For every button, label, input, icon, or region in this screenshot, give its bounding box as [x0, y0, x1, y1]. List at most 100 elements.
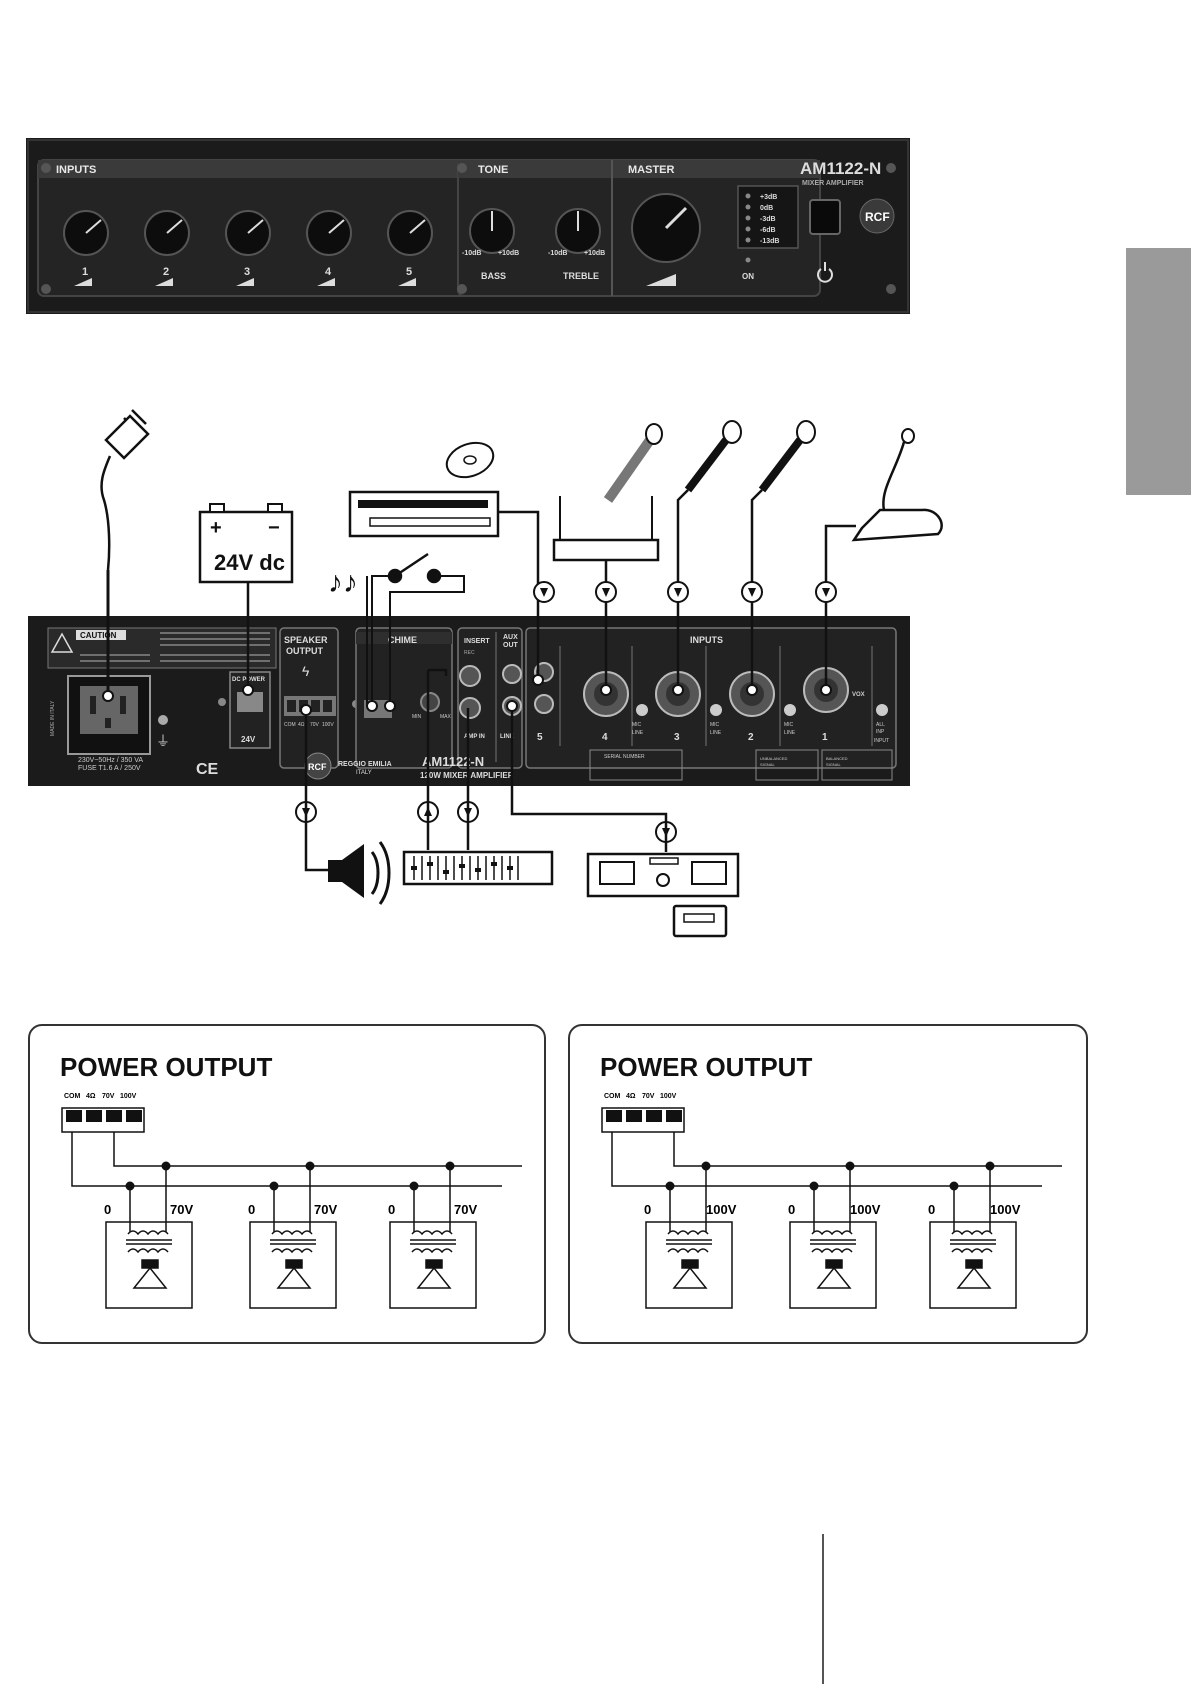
power-output-panel-70v: POWER OUTPUT COM 4Ω 70V 100V 0 70V 0 70V… [28, 1024, 546, 1344]
speaker-output-label-2: OUTPUT [286, 646, 324, 656]
line-label: LINE [500, 734, 514, 740]
speaker-transformer-5 [789, 1166, 877, 1309]
cd-disc-icon [445, 441, 495, 479]
rear-input-3: 3 [674, 732, 680, 743]
music-notes-icon: ♪♪ [328, 566, 358, 599]
power-output-panel-100v: POWER OUTPUT COM 4Ω 70V 100V 0 100V 0 10… [568, 1024, 1088, 1344]
unbalanced-label: UNBALANCED [760, 756, 787, 761]
term-4ohm-label-2: 4Ω [626, 1093, 636, 1100]
input-knob-5[interactable] [387, 210, 433, 256]
input-knob-3[interactable] [225, 210, 271, 256]
bass-min-label: -10dB [462, 250, 481, 257]
insert-rca-jacks[interactable] [459, 665, 481, 719]
insert-amp-in-label: AMP IN [464, 734, 485, 740]
rear-inputs-label: INPUTS [690, 635, 723, 645]
model-subtitle: MIXER AMPLIFIER [802, 180, 864, 187]
vu-level-1: +3dB [760, 194, 777, 201]
svg-text:+: + [210, 517, 222, 539]
power-switch[interactable] [809, 199, 841, 235]
city-label-2: ITALY [356, 770, 372, 776]
lightning-icon: ϟ [302, 663, 310, 679]
insert-rec-label: REC [464, 650, 475, 656]
input-knob-4[interactable] [306, 210, 352, 256]
bass-max-label: +10dB [498, 250, 519, 257]
terminal-4ohm: 4Ω [298, 722, 305, 728]
chime-max-label: MAX [440, 714, 452, 720]
mic-line-label-3: MIC [710, 722, 720, 728]
vox-label: VOX [852, 692, 865, 698]
balanced-label: BALANCED [826, 756, 848, 761]
mic-line-label-2: MIC [784, 722, 794, 728]
side-tab [1126, 248, 1191, 495]
speaker-transformer-1 [105, 1166, 193, 1309]
term-70v-label-2: 70V [642, 1093, 655, 1100]
input-knob-1[interactable] [63, 210, 109, 256]
handheld-mic-icon [603, 423, 663, 503]
input-knob-2[interactable] [144, 210, 190, 256]
tone-heading: TONE [478, 164, 508, 176]
master-heading: MASTER [628, 164, 675, 176]
knob-label-1: 1 [82, 266, 88, 278]
city-label-1: REGGIO EMILIA [338, 761, 392, 768]
treble-min-label: -10dB [548, 250, 567, 257]
speaker1-voltage-label: 70V [170, 1202, 193, 1217]
vu-level-3: -3dB [760, 216, 776, 223]
knob-label-4: 4 [325, 266, 332, 278]
insert-label: INSERT [464, 638, 490, 645]
battery-label: 24V dc [214, 550, 285, 575]
signal-arrow-badges [295, 581, 837, 843]
vocal-mic-icon-2 [758, 420, 816, 493]
cd-player-icon [348, 490, 500, 538]
power-output-title: POWER OUTPUT [60, 1052, 272, 1082]
terminal-block [61, 1107, 145, 1133]
paging-mic-icon [851, 428, 943, 542]
speaker-transformer-2 [249, 1166, 337, 1309]
chime-min-label: MIN [412, 714, 422, 720]
aux-out-label-2: OUT [503, 642, 519, 649]
speaker3-zero-label-2: 0 [928, 1202, 935, 1217]
speaker2-zero-label-2: 0 [788, 1202, 795, 1217]
bass-label: BASS [481, 271, 506, 281]
wiring-diagram: CAUTION 230V~50Hz / 350 VA FUSE T1.6 A /… [28, 409, 943, 938]
line-label-4: LINE [632, 730, 644, 736]
front-panel: INPUTS TONE MASTER 1 2 3 4 5 -10dB +10dB… [26, 138, 910, 314]
rear-input-1: 1 [822, 732, 828, 743]
vu-level-4: -6dB [760, 227, 776, 234]
treble-label: TREBLE [563, 271, 599, 281]
vu-level-2: 0dB [760, 205, 773, 212]
ground-icon: ⏚ [156, 733, 170, 749]
speaker1-voltage-label-2: 100V [706, 1202, 737, 1217]
speaker1-zero-label-2: 0 [644, 1202, 651, 1217]
term-com-label-2: COM [604, 1093, 621, 1100]
rear-input-4: 4 [602, 732, 608, 743]
chime-label: CHIME [388, 635, 417, 645]
chime-switch-icon [387, 552, 442, 584]
knob-label-2: 2 [163, 266, 169, 278]
svg-text:RCF: RCF [308, 762, 327, 772]
serial-label: SERIAL NUMBER [604, 754, 645, 760]
balanced-signal-label: SIGNAL [826, 762, 841, 767]
terminal-100v: 100V [322, 722, 334, 728]
speaker3-voltage-label: 70V [454, 1202, 477, 1217]
vocal-mic-icon-1 [684, 420, 742, 493]
term-70v-label: 70V [102, 1093, 115, 1100]
input-label: INPUT [874, 738, 889, 744]
terminal-block-2 [601, 1107, 685, 1133]
unbalanced-signal-label: SIGNAL [760, 762, 775, 767]
power-icon [817, 262, 833, 283]
master-knob[interactable] [631, 193, 701, 263]
treble-knob[interactable] [555, 208, 601, 254]
speaker-transformer-3 [389, 1166, 477, 1309]
speaker3-zero-label: 0 [388, 1202, 395, 1217]
rear-model-label: AM1122-N [422, 754, 484, 769]
term-100v-label-2: 100V [660, 1093, 677, 1100]
aux-out-label-1: AUX [503, 634, 518, 641]
speaker-transformer-6 [929, 1166, 1017, 1309]
cassette-tape-icon [672, 904, 728, 938]
fuse-rating: FUSE T1.6 A / 250V [78, 765, 141, 772]
line-label-2: LINE [784, 730, 796, 736]
equalizer-icon [402, 850, 554, 886]
power-output-title-2: POWER OUTPUT [600, 1052, 812, 1082]
speaker2-zero-label: 0 [248, 1202, 255, 1217]
bass-knob[interactable] [469, 208, 515, 254]
